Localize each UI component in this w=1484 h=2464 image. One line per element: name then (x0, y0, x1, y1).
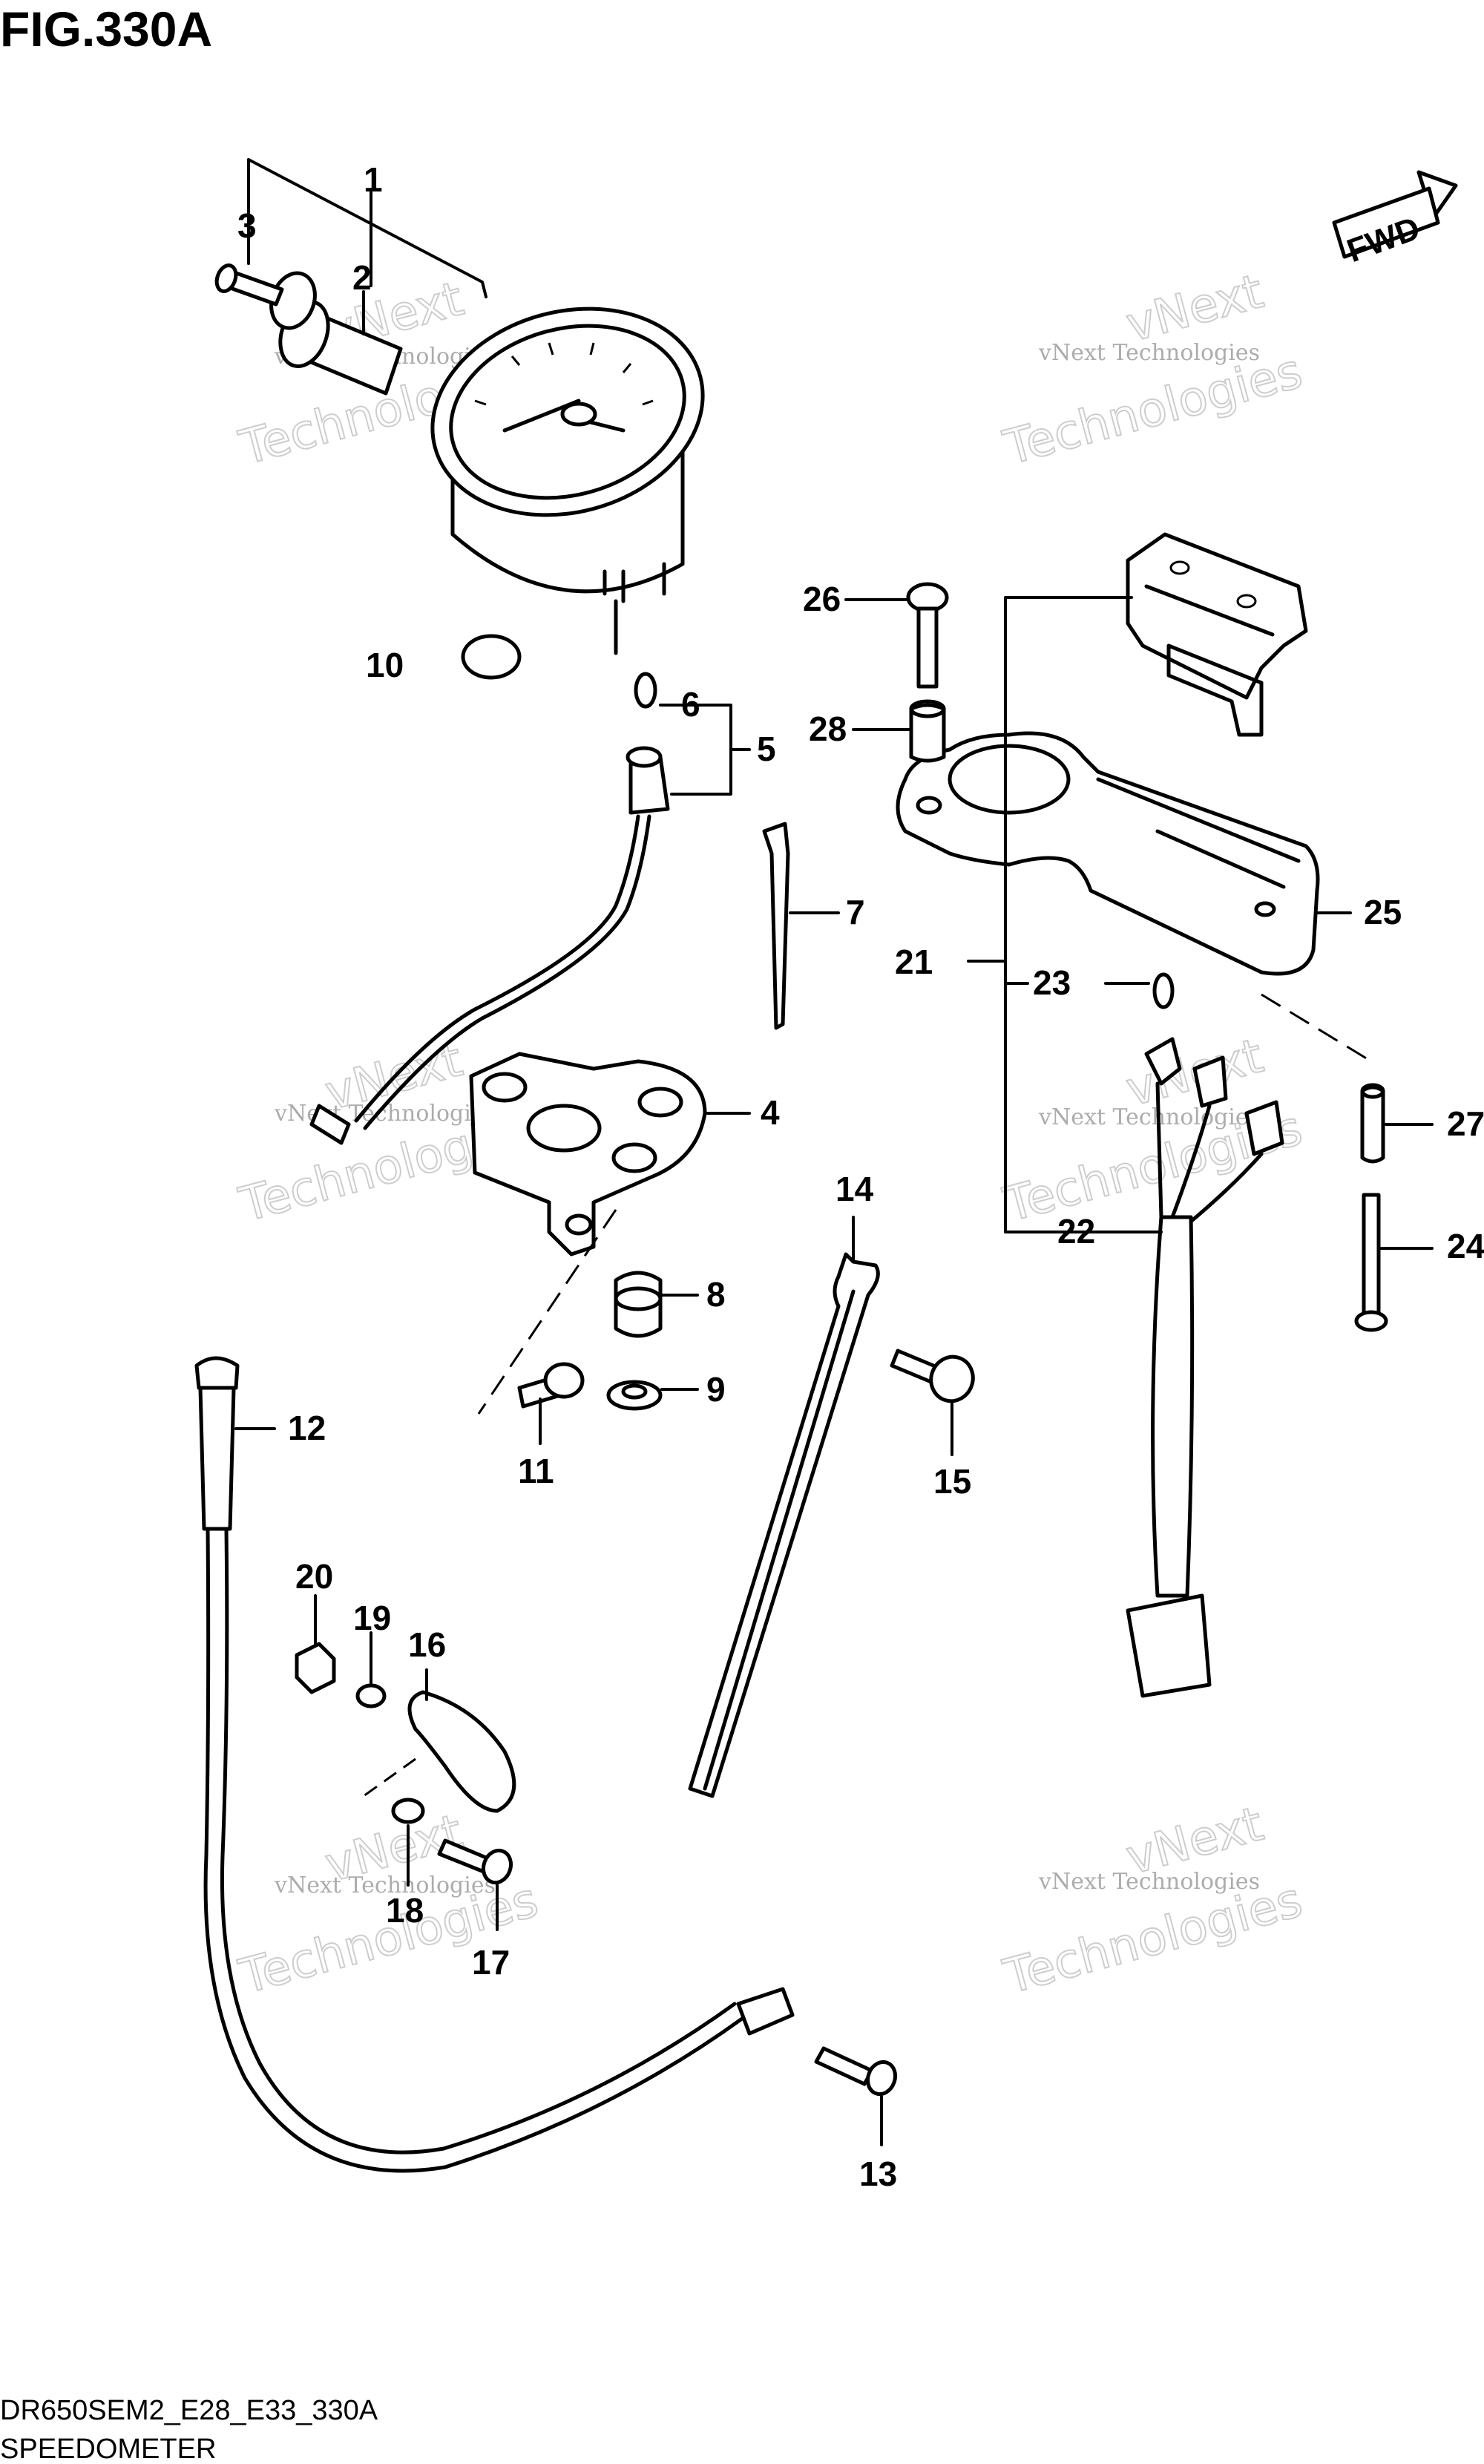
screw-part-13 (814, 2046, 898, 2146)
figure-title: FIG.330A (0, 1, 212, 56)
grommet-part-10 (461, 634, 522, 680)
callout-5: 5 (757, 730, 776, 768)
callout-leaders-5-6 (659, 704, 751, 796)
washer-part-18 (391, 1798, 425, 1824)
strap-part-14 (688, 1216, 880, 1798)
bulb-part-23 (1104, 972, 1175, 1009)
screw-part-3 (214, 263, 284, 307)
callout-25: 25 (1364, 893, 1402, 931)
callout-labels: 1 2 3 4 5 6 7 8 9 10 11 12 13 14 15 16 1… (237, 160, 1484, 2193)
screw-part-26 (844, 582, 949, 689)
nut-part-9 (606, 1380, 699, 1411)
callout-28: 28 (809, 710, 847, 748)
callout-7: 7 (846, 893, 865, 931)
callout-16: 16 (408, 1625, 446, 1664)
footer-code: DR650SEM2_E28_E33_330A (0, 2395, 378, 2426)
callout-9: 9 (706, 1370, 726, 1409)
callout-14: 14 (835, 1170, 874, 1208)
fwd-direction-badge: FWD (1332, 170, 1458, 269)
cable-tie-part-7 (762, 822, 840, 1030)
callout-21: 21 (895, 943, 933, 981)
callout-11: 11 (518, 1452, 554, 1490)
assembly-dash-line (1261, 993, 1372, 1063)
meter-bracket-part-4 (469, 1052, 751, 1256)
washer-part-19 (355, 1683, 387, 1708)
callout-4: 4 (761, 1093, 780, 1132)
assembly-dash-line (477, 1209, 617, 1415)
callout-20: 20 (295, 1557, 333, 1596)
footer-name: SPEEDOMETER (0, 2434, 216, 2464)
speedometer-assembly (269, 271, 705, 655)
indicator-lens-cover (1126, 532, 1308, 737)
screw-part-24 (1354, 1193, 1434, 1332)
watermark-text: vNext Technologies (1038, 1869, 1260, 1895)
callout-19: 19 (353, 1599, 391, 1637)
callout-13: 13 (859, 2155, 897, 2193)
watermark-text: vNext Technologies (1038, 340, 1260, 366)
callout-6: 6 (681, 685, 700, 724)
callout-2: 2 (352, 258, 372, 297)
clamp-group-16-20 (295, 1594, 516, 1931)
callout-27: 27 (1447, 1104, 1484, 1143)
bolt-part-15 (890, 1349, 975, 1456)
nut-part-20 (295, 1642, 336, 1694)
watermark-group: vNext Technologies vNext Technologies vN… (233, 263, 1308, 2006)
watermark-text: vNext Technologies (1038, 1104, 1260, 1130)
speedometer-cable-part-12 (194, 1356, 795, 2173)
collar-part-28 (852, 699, 946, 763)
wire-harness-part-22 (1126, 1037, 1284, 1698)
callout-12: 12 (288, 1409, 326, 1447)
callout-23: 23 (1033, 963, 1071, 1002)
callout-18: 18 (386, 1891, 424, 1930)
callout-3: 3 (237, 206, 257, 245)
bulb-socket-part-5 (309, 672, 670, 1145)
callout-15: 15 (933, 1462, 971, 1501)
callout-26: 26 (803, 580, 841, 618)
callout-22: 22 (1057, 1212, 1095, 1251)
callout-1: 1 (364, 160, 383, 199)
bolt-part-11 (517, 1362, 585, 1445)
callout-leaders-1-3 (247, 158, 487, 335)
callout-17: 17 (472, 1943, 510, 1982)
indicator-housing-part-25 (896, 731, 1352, 976)
callout-24: 24 (1447, 1227, 1484, 1265)
clamp-part-16 (407, 1690, 516, 1813)
bush-part-8 (614, 1271, 699, 1338)
callout-8: 8 (706, 1275, 726, 1314)
callout-10: 10 (366, 646, 404, 684)
spacer-part-27 (1360, 1083, 1434, 1164)
watermark-text: vNext Technologies (274, 1872, 496, 1898)
callout-leaders-21-22 (967, 596, 1144, 1233)
